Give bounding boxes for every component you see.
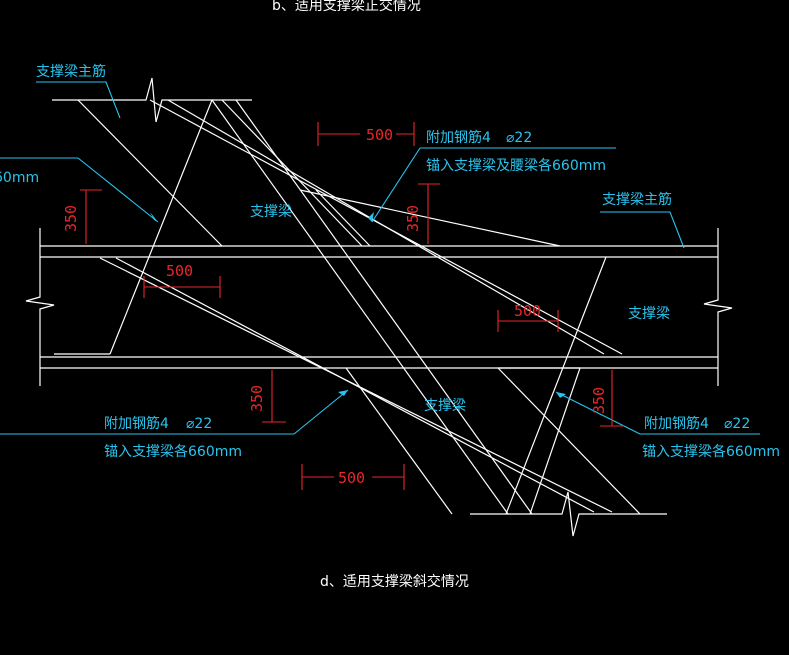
label-extra-top-bar: ⌀22	[506, 130, 532, 146]
dim-lower-350-text: 350	[248, 385, 266, 412]
leader-extra-top	[371, 147, 421, 223]
label-beam-upper: 支撑梁	[250, 204, 292, 220]
diagonal-beam-edge-6	[497, 367, 641, 515]
dimension-lines	[80, 122, 624, 490]
label-extra-left-line1: 附加钢筋4	[104, 415, 169, 432]
crossing-beam-edge-lower-2	[529, 367, 581, 515]
leader-extra-left	[0, 389, 349, 435]
dim-top-500-text: 500	[366, 126, 393, 144]
leader-main-bar-right	[600, 211, 685, 249]
label-beam-right: 支撑梁	[628, 306, 670, 322]
arrow-left-cut	[150, 212, 158, 222]
label-extra-right-line2: 锚入支撑梁各660mm	[642, 444, 780, 460]
diagonal-beam-edge-3	[211, 99, 509, 515]
dim-mid-350-text: 350	[404, 205, 422, 232]
dim-left-350-text: 350	[62, 205, 80, 232]
label-extra-top-line2: 锚入支撑梁及腰梁各660mm	[426, 158, 606, 174]
right-break-line	[703, 228, 733, 386]
footer-caption: d、适用支撑梁斜交情况	[320, 573, 469, 590]
dim-rightmid-500-text: 500	[514, 302, 541, 320]
label-extra-top-line1: 附加钢筋4	[426, 129, 491, 146]
diagonal-beam-edge-5	[345, 367, 453, 515]
label-extra-right-bar: ⌀22	[724, 416, 750, 432]
header-caption: b、适用支撑梁正交情况	[272, 0, 421, 14]
crossing-beam-edge-upper	[109, 99, 213, 355]
label-left-cut: 60mm	[0, 170, 39, 186]
label-extra-left-line2: 锚入支撑梁各660mm	[104, 444, 242, 460]
bottom-break-line	[470, 491, 667, 537]
extra-bar-short-2	[315, 189, 371, 247]
dim-right-350-text: 350	[590, 387, 608, 414]
dim-leftmid-500-text: 500	[166, 262, 193, 280]
leader-left-cut	[0, 157, 159, 223]
dim-bottom-500-text: 500	[338, 469, 365, 487]
diagonal-beam-edge-1	[77, 99, 223, 247]
left-break-line	[25, 228, 55, 386]
top-break-line	[52, 77, 252, 123]
extra-bar-long-2	[167, 99, 605, 355]
extra-bar-short-1	[299, 189, 561, 247]
label-main-bar-top-left: 支撑梁主筋	[36, 63, 106, 80]
crossing-beam-edge-lower	[505, 256, 607, 515]
annotation-leaders	[0, 81, 760, 435]
label-beam-lower: 支撑梁	[424, 398, 466, 414]
arrow-extra-top	[368, 212, 374, 222]
leader-arrows	[150, 212, 566, 398]
label-extra-left-bar: ⌀22	[186, 416, 212, 432]
leader-extra-right	[555, 391, 760, 435]
label-main-bar-right: 支撑梁主筋	[602, 191, 672, 208]
extra-bar-long-4	[115, 257, 595, 513]
arrow-extra-right	[556, 392, 566, 398]
beam-linework	[25, 77, 733, 537]
diagonal-beam-edge-2	[221, 99, 363, 247]
leader-main-bar-top-left	[36, 81, 121, 119]
label-extra-right-line1: 附加钢筋4	[644, 415, 709, 432]
arrow-extra-left	[338, 390, 348, 396]
